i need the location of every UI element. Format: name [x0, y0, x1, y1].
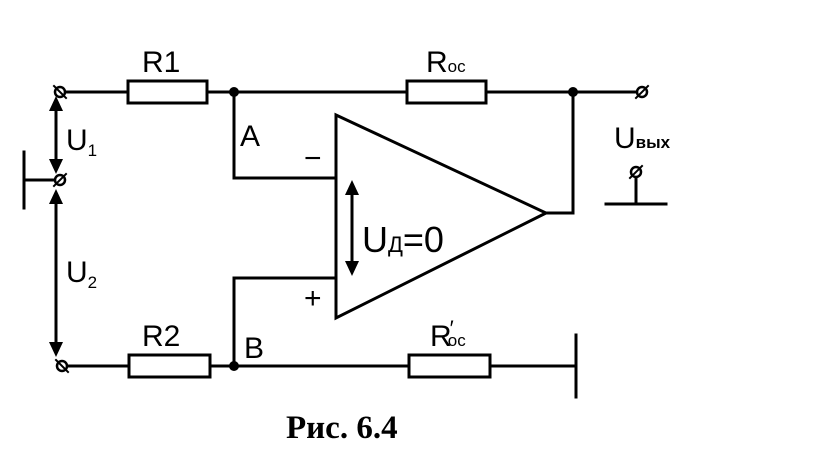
resistor-r1: [126, 79, 209, 105]
label-u2: U2: [66, 256, 97, 292]
inverting-input-sign: −: [304, 142, 322, 175]
terminal-output-ground: [628, 164, 644, 180]
resistor-r-feedback: [405, 79, 488, 105]
op-amp-triangle: [334, 112, 550, 321]
terminal-input-1: [52, 84, 68, 100]
resistor-r-feedback-prime: [407, 353, 492, 379]
label-u1: U1: [66, 124, 97, 160]
label-u-out: Uвых: [614, 122, 671, 155]
voltage-arrow-u1: [49, 96, 63, 174]
resistor-r2: [127, 353, 212, 379]
figure-caption: Рис. 6.4: [286, 410, 398, 446]
label-node-b: B: [244, 332, 264, 365]
junction-node-b: [229, 361, 239, 371]
voltage-arrow-u2: [49, 189, 63, 357]
label-r1: R1: [142, 46, 180, 79]
label-r2: R2: [142, 320, 180, 353]
terminal-common: [52, 172, 68, 188]
junction-output: [568, 87, 578, 97]
label-r-feedback-prime: R′oc: [430, 316, 466, 353]
terminal-input-2: [54, 358, 70, 374]
terminal-output: [634, 84, 650, 100]
junction-node-a: [229, 87, 239, 97]
label-node-a: A: [240, 120, 260, 153]
label-u-diff: UД=0: [362, 219, 444, 260]
noninverting-input-sign: +: [304, 282, 322, 315]
label-r-feedback: Roc: [426, 46, 466, 79]
voltage-arrow-ud: [345, 180, 359, 276]
